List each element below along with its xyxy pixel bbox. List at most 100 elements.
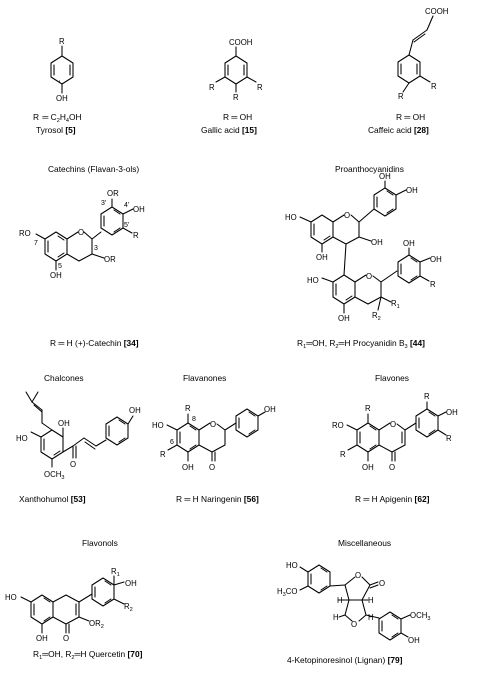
apigenin-r-label: R	[355, 494, 361, 504]
caffeic-ref: [28]	[414, 125, 429, 135]
catechins-heading: Catechins (Flavan-3-ols)	[48, 164, 139, 174]
gallic-cooh-atom: COOH	[229, 38, 252, 47]
apigenin-r6: R	[340, 450, 346, 459]
catechin-locant-3: 3	[94, 245, 98, 252]
procyanidin-oh-2: OH	[406, 186, 418, 195]
catechin-locant-5: 5	[58, 263, 62, 270]
quercetin-r1: R1	[111, 567, 120, 578]
naringenin-r-value: H	[193, 494, 199, 504]
quercetin-r2-sub: 2	[71, 655, 74, 661]
procyanidin-name-sub: 3	[405, 344, 408, 350]
catechin-oh-bottom: OH	[50, 271, 62, 280]
catechin-structure: O OR RO OH OR OH R 3' 4' 5' 7 3 5	[19, 189, 145, 280]
apigenin-double-equals: ═	[362, 494, 369, 504]
procyanidin-oh-1: OH	[379, 172, 391, 181]
quercetin-ref: [70]	[128, 649, 143, 659]
gallic-double-equals: ═	[230, 112, 237, 122]
quercetin-caption: R1═OH, R2═H Quercetin [70]	[33, 649, 143, 661]
apigenin-ref: [62]	[415, 494, 430, 504]
procyanidin-o-bot: O	[366, 272, 372, 281]
proanthocyanidins-heading: Proanthocyanidins	[335, 164, 404, 174]
caffeic-cooh-atom: COOH	[425, 7, 448, 16]
gallic-ref: [15]	[242, 125, 257, 135]
xanthohumol-ref: [53]	[71, 494, 86, 504]
apigenin-r-top: R	[424, 392, 430, 401]
procyanidin-ho-bot-left: HO	[307, 276, 319, 285]
tyrosol-oh-atom: OH	[56, 94, 68, 103]
tyrosol-formula-c: C	[51, 112, 57, 122]
procyanidin-r1-sub: 1	[303, 344, 306, 350]
catechin-locant-5p: 5'	[124, 222, 129, 229]
naringenin-oh-bottom: OH	[182, 463, 194, 472]
gallic-name: Gallic acid	[201, 125, 240, 135]
xanthohumol-oh-right: OH	[129, 406, 141, 415]
quercetin-double-equals-2: ═	[74, 649, 81, 659]
svg-text:Gallic acid [15]: Gallic acid [15]	[201, 125, 257, 135]
chalcones-heading: Chalcones	[44, 373, 84, 383]
naringenin-locant-8: 8	[192, 416, 196, 423]
procyanidin-r1: R1	[391, 299, 400, 310]
naringenin-ring-o: O	[210, 420, 216, 429]
apigenin-structure: O O OH RO R R R OH R	[332, 392, 458, 472]
tyrosol-formula-oh: OH	[69, 112, 82, 122]
naringenin-structure: O O OH HO R 8 R 6 OH	[152, 404, 276, 472]
caffeic-double-equals: ═	[403, 112, 410, 122]
quercetin-r1-label: R	[33, 649, 39, 659]
ketopinoresinol-h-3: H	[333, 613, 339, 622]
ketopinoresinol-ref: [79]	[388, 655, 403, 665]
catechin-caption: R ═ H (+)-Catechin [34]	[50, 338, 139, 348]
catechin-locant-4p: 4'	[124, 202, 129, 209]
catechin-r-right: R	[133, 231, 139, 240]
procyanidin-ref: [44]	[410, 338, 425, 348]
procyanidin-double-equals-1: ═	[305, 338, 312, 348]
apigenin-r-b: R	[446, 434, 452, 443]
caffeic-r-bottom-atom: R	[398, 92, 404, 101]
svg-text:Caffeic acid [28]: Caffeic acid [28]	[368, 125, 429, 135]
ketopinoresinol-o-lactone: O	[355, 571, 361, 580]
caffeic-r-right-atom: R	[431, 82, 437, 91]
catechin-r-value: H	[67, 338, 73, 348]
procyanidin-oh-e2: OH	[430, 255, 442, 264]
naringenin-oh-right: OH	[264, 405, 276, 414]
apigenin-r-value: H	[372, 494, 378, 504]
ketopinoresinol-ho-top: HO	[286, 561, 298, 570]
apigenin-caption: R ═ H Apigenin [62]	[355, 494, 430, 504]
gallic-acid-structure: COOH R R R	[209, 38, 263, 102]
procyanidin-oh-a-bottom: OH	[316, 253, 328, 262]
procyanidin-r2-sub: 2	[335, 344, 338, 350]
quercetin-r1-value: OH	[48, 649, 61, 659]
tyrosol-formula-h: H	[60, 112, 66, 122]
apigenin-name: Apigenin	[380, 494, 413, 504]
ketopinoresinol-o-bridge: O	[351, 620, 357, 629]
naringenin-r-label: R	[176, 494, 182, 504]
naringenin-ho: HO	[152, 421, 164, 430]
quercetin-r2-label: R	[65, 649, 71, 659]
catechin-double-equals: ═	[57, 338, 64, 348]
quercetin-or2: OR2	[89, 619, 104, 630]
catechin-r-label: R	[50, 338, 56, 348]
ketopinoresinol-structure: HO H3CO O O O H H H OCH3 OH H	[277, 561, 430, 645]
xanthohumol-name: Xanthohumol	[19, 494, 68, 504]
ketopinoresinol-name: 4-Ketopinoresinol (Lignan)	[287, 655, 385, 665]
ketopinoresinol-oh-bottom: OH	[408, 636, 420, 645]
ketopinoresinol-caption: 4-Ketopinoresinol (Lignan) [79]	[287, 655, 403, 665]
procyanidin-comma: ,	[325, 338, 330, 348]
procyanidin-double-equals-2: ═	[338, 338, 345, 348]
ketopinoresinol-h3co: H3CO	[277, 587, 297, 598]
procyanidin-r-e: R	[430, 280, 436, 289]
gallic-r-value: OH	[240, 112, 253, 122]
quercetin-name: Quercetin	[89, 649, 126, 659]
ketopinoresinol-och3: OCH3	[410, 611, 430, 622]
gallic-r-right-atom: R	[257, 83, 263, 92]
quercetin-oh-bottom: OH	[36, 634, 48, 643]
naringenin-name: Naringenin	[201, 494, 242, 504]
catechin-ro-left: RO	[19, 229, 31, 238]
quercetin-double-equals-1: ═	[41, 649, 48, 659]
procyanidin-r1-value: OH	[312, 338, 325, 348]
tyrosol-r-label: R	[33, 112, 39, 122]
xanthohumol-ho-left: HO	[16, 434, 28, 443]
naringenin-ref: [56]	[244, 494, 259, 504]
procyanidin-oh-bottom: OH	[338, 314, 350, 323]
naringenin-double-equals: ═	[183, 494, 190, 504]
